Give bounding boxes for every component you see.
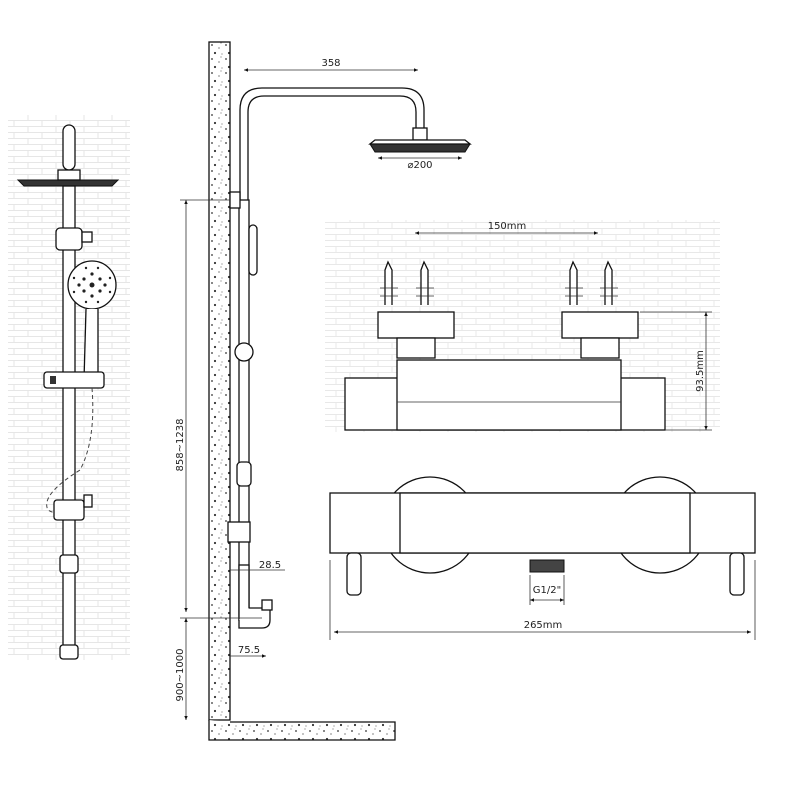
riser-top-cap: [62, 124, 76, 171]
dim-mount-height: 900~1000: [175, 649, 186, 702]
front-lower-bracket: [53, 499, 85, 521]
top-wall-bracket: [229, 191, 241, 209]
front-head-connector: [57, 169, 81, 181]
right-leg: [729, 552, 745, 596]
dim-valve-width: 265mm: [524, 620, 563, 631]
front-bracket-knob: [83, 494, 93, 508]
head-top: [368, 139, 472, 145]
dim-rail-height: 858~1238: [175, 419, 186, 472]
front-rail: [62, 185, 76, 657]
side-hand-shower: [248, 224, 258, 276]
dim-valve-height: 93.5mm: [695, 350, 706, 392]
shower-arm-outer: [239, 87, 425, 200]
dim-inlet-spacing: 150mm: [488, 221, 527, 232]
side-slider: [234, 342, 254, 362]
front-shower-head: [16, 179, 120, 187]
side-riser: [238, 199, 250, 621]
front-diverter-knob: [81, 231, 93, 243]
left-leg: [346, 552, 362, 596]
front-slider: [43, 371, 105, 389]
valve-top-view-group: 150mm 93.5mm: [325, 220, 720, 432]
dim-arm-length: 358: [321, 58, 340, 69]
side-shower-head: [369, 143, 471, 153]
head-connector: [412, 127, 428, 141]
right-inlet-fittings: [561, 260, 639, 359]
front-lower-fitting: [59, 554, 79, 574]
front-slider-knob: [50, 376, 56, 384]
front-hand-shower-nozzles: [72, 266, 112, 304]
valve-front-view-group: G1/2" 265mm: [329, 476, 756, 640]
front-view-group: [8, 115, 130, 660]
wall-section: [208, 41, 231, 721]
valve-body-center-front: [399, 492, 691, 554]
side-view-group: 358 ⌀200 858~1238 900~1000 28.5 75.5: [175, 41, 472, 741]
side-lower-bracket: [227, 521, 251, 543]
dim-offset-bracket: 28.5: [259, 560, 281, 571]
outlet-thread: [529, 559, 565, 573]
side-bottom-nut: [261, 599, 273, 611]
floor-section: [208, 720, 396, 741]
front-hand-shower-handle: [83, 308, 99, 381]
front-diverter: [55, 227, 83, 251]
front-bottom-elbow: [59, 644, 79, 660]
dim-offset-bottom: 75.5: [238, 645, 260, 656]
dim-outlet-thread: G1/2": [533, 585, 561, 596]
shower-arm-inner: [247, 95, 417, 200]
valve-body-center-top: [396, 359, 622, 431]
dim-head-diameter: ⌀200: [407, 160, 432, 171]
left-inlet-fittings: [377, 260, 455, 359]
side-lower-slider: [236, 461, 252, 487]
